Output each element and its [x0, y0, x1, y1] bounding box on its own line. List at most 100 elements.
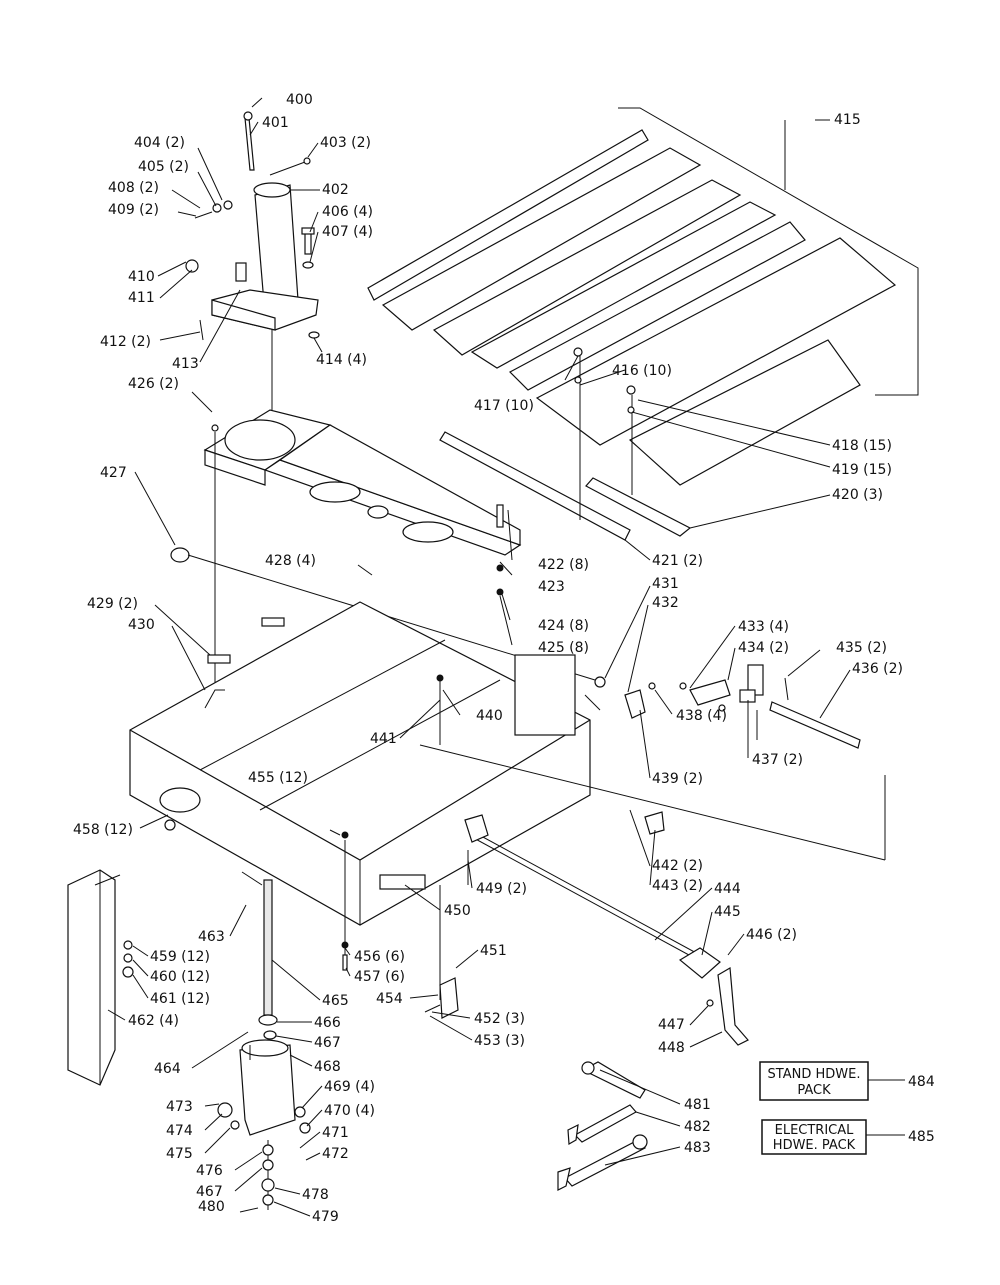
callout-label: 405 (2): [138, 159, 189, 175]
callout-label: 470 (4): [324, 1103, 375, 1119]
callout-label: 467: [196, 1184, 223, 1200]
elevation-assembly: [217, 871, 311, 1213]
callout-label: 430: [128, 617, 155, 633]
callout-label: 440: [476, 708, 503, 724]
callout-label: 475: [166, 1146, 193, 1162]
callout-label: 423: [538, 579, 565, 595]
callout-label: 422 (8): [538, 557, 589, 573]
crank-assembly: [424, 814, 749, 1046]
callout-label: 419 (15): [832, 462, 892, 478]
callout-label: 485: [908, 1129, 935, 1145]
callout-label: 416 (10): [612, 363, 672, 379]
callout-label: 462 (4): [128, 1013, 179, 1029]
callout-label: 451: [480, 943, 507, 959]
callout-label: 453 (3): [474, 1033, 525, 1049]
callout-label: 429 (2): [87, 596, 138, 612]
callout-label: 476: [196, 1163, 223, 1179]
callout-labels: 400 401 403 (2) 404 (2) 405 (2) 402 408 …: [73, 92, 935, 1225]
callout-label: 435 (2): [836, 640, 887, 656]
callout-label: 424 (8): [538, 618, 589, 634]
callout-label: 402: [322, 182, 349, 198]
callout-label: 461 (12): [150, 991, 210, 1007]
callout-label: 473: [166, 1099, 193, 1115]
callout-label: 482: [684, 1119, 711, 1135]
leg: [67, 869, 134, 1086]
callout-label: 425 (8): [538, 640, 589, 656]
callout-label: 469 (4): [324, 1079, 375, 1095]
base-cabinet: [129, 601, 591, 971]
callout-label: 409 (2): [108, 202, 159, 218]
callout-label: 445: [714, 904, 741, 920]
column-assembly: [185, 111, 320, 430]
callout-label: 458 (12): [73, 822, 133, 838]
callout-label: 418 (15): [832, 438, 892, 454]
callout-label: 403 (2): [320, 135, 371, 151]
callout-label: 467: [314, 1035, 341, 1051]
callout-label: 433 (4): [738, 619, 789, 635]
callout-label: 412 (2): [100, 334, 151, 350]
callout-label: 474: [166, 1123, 193, 1139]
callout-label: 448: [658, 1040, 685, 1056]
callout-label: 466: [314, 1015, 341, 1031]
callout-label: 463: [198, 929, 225, 945]
callout-label: 411: [128, 290, 155, 306]
electrical-hardware-pack-line-1: ELECTRICAL: [775, 1123, 855, 1138]
callout-label: 443 (2): [652, 878, 703, 894]
callout-label: 472: [322, 1146, 349, 1162]
callout-label: 428 (4): [265, 553, 316, 569]
callout-label: 471: [322, 1125, 349, 1141]
callout-label: 465: [322, 993, 349, 1009]
leader-lines: [107, 97, 905, 1217]
callout-label: 447: [658, 1017, 685, 1033]
callout-label: 444: [714, 881, 741, 897]
callout-label: 434 (2): [738, 640, 789, 656]
callout-label: 420 (3): [832, 487, 883, 503]
callout-label: 439 (2): [652, 771, 703, 787]
callout-label: 483: [684, 1140, 711, 1156]
callout-label: 446 (2): [746, 927, 797, 943]
callout-label: 414 (4): [316, 352, 367, 368]
stand-hardware-pack-line-1: STAND HDWE.: [768, 1067, 861, 1082]
callout-label: 459 (12): [150, 949, 210, 965]
callout-label: 410: [128, 269, 155, 285]
stand-hardware-pack-line-2: PACK: [797, 1083, 831, 1098]
callout-label: 421 (2): [652, 553, 703, 569]
callout-label: 479: [312, 1209, 339, 1225]
callout-label: 408 (2): [108, 180, 159, 196]
stand-hardware-pack-box: [759, 1061, 869, 1101]
callout-label: 406 (4): [322, 204, 373, 220]
callout-label: 456 (6): [354, 949, 405, 965]
pack-boxes: STAND HDWE. PACK ELECTRICAL HDWE. PACK: [759, 1061, 869, 1155]
callout-label: 478: [302, 1187, 329, 1203]
callout-label: 415: [834, 112, 861, 128]
callout-label: 417 (10): [474, 398, 534, 414]
callout-label: 426 (2): [128, 376, 179, 392]
callout-label: 438 (4): [676, 708, 727, 724]
callout-label: 449 (2): [476, 881, 527, 897]
callout-label: 404 (2): [134, 135, 185, 151]
callout-label: 450: [444, 903, 471, 919]
callout-label: 457 (6): [354, 969, 405, 985]
callout-label: 427: [100, 465, 127, 481]
electrical-hardware-pack-line-2: HDWE. PACK: [773, 1138, 856, 1153]
extension-table: [367, 107, 919, 541]
callout-label: 452 (3): [474, 1011, 525, 1027]
callout-label: 431: [652, 576, 679, 592]
callout-label: 432: [652, 595, 679, 611]
callout-label: 454: [376, 991, 403, 1007]
callout-label: 480: [198, 1199, 225, 1215]
callout-label: 407 (4): [322, 224, 373, 240]
callout-label: 481: [684, 1097, 711, 1113]
callout-label: 484: [908, 1074, 935, 1090]
callout-label: 413: [172, 356, 199, 372]
callout-label: 442 (2): [652, 858, 703, 874]
electrical-hardware-pack-box: [761, 1119, 867, 1155]
mount-frame: [170, 409, 596, 690]
side-parts: [419, 664, 886, 861]
parts-drawing: [67, 107, 919, 1213]
wrenches: [557, 1061, 648, 1191]
callout-label: 401: [262, 115, 289, 131]
callout-label: 460 (12): [150, 969, 210, 985]
callout-label: 400: [286, 92, 313, 108]
